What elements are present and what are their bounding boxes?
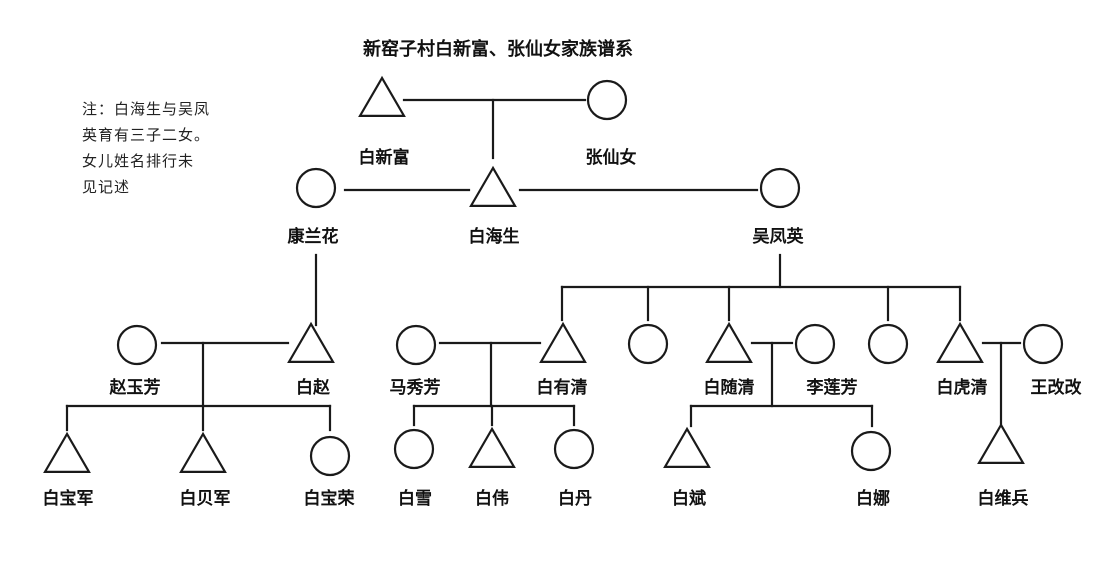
diagram-title: 新窑子村白新富、张仙女家族谱系 — [363, 38, 633, 60]
female-circle-zhang-xiannv — [586, 79, 628, 121]
person-label-kang-lanhua: 康兰花 — [288, 226, 339, 247]
person-label-bai-huqing: 白虎清 — [937, 377, 988, 398]
person-label-bai-haisheng: 白海生 — [469, 226, 520, 247]
person-label-ma-xiufang: 马秀芳 — [390, 377, 441, 398]
child-drops-m5 — [412, 404, 576, 427]
male-triangle-bai-youqing — [539, 321, 587, 363]
female-circle-wang-gaigai — [1022, 323, 1064, 365]
child-drops-m3 — [560, 285, 962, 322]
female-circle-bai-na — [850, 430, 892, 472]
person-label-bai-baojun: 白宝军 — [43, 488, 94, 509]
note-line: 见记述 — [82, 178, 131, 196]
female-circle-bai-baorong — [309, 435, 351, 477]
person-label-bai-xue: 白雪 — [398, 488, 432, 509]
female-circle-daughter-2 — [867, 323, 909, 365]
female-circle-daughter-1 — [627, 323, 669, 365]
note-line: 女儿姓名排行未 — [82, 152, 195, 170]
person-label-wang-gaigai: 王改改 — [1031, 377, 1083, 398]
female-circle-li-lianfang — [794, 323, 836, 365]
male-triangle-bai-baojun — [43, 431, 91, 473]
child-drops-m6 — [689, 404, 874, 428]
female-circle-bai-xue — [393, 428, 435, 470]
person-label-bai-bin: 白斌 — [672, 488, 706, 509]
person-label-bai-weibing: 白维兵 — [978, 488, 1029, 509]
person-label-zhang-xiannv: 张仙女 — [586, 147, 637, 168]
person-label-bai-suiqing: 白随清 — [704, 377, 755, 398]
person-label-zhao-yufang: 赵玉芳 — [109, 377, 161, 398]
person-label-li-lianfang: 李莲芳 — [807, 377, 858, 398]
male-triangle-bai-huqing — [936, 321, 984, 363]
person-label-bai-na: 白娜 — [856, 488, 890, 509]
male-triangle-bai-beijun — [179, 431, 227, 473]
annotation-note: 注：白海生与吴凤 英育有三子二女。 女儿姓名排行未 见记述 — [82, 96, 252, 200]
child-drops-m4 — [65, 404, 332, 432]
note-line: 注：白海生与吴凤 — [82, 100, 211, 118]
female-circle-ma-xiufang — [395, 324, 437, 366]
person-label-bai-beijun: 白贝军 — [180, 488, 231, 509]
male-triangle-bai-weibing — [977, 422, 1025, 464]
female-circle-wu-fengying — [759, 167, 801, 209]
person-label-bai-dan: 白丹 — [558, 488, 592, 509]
person-label-bai-baorong: 白宝荣 — [304, 488, 355, 509]
male-triangle-bai-haisheng — [469, 165, 517, 207]
person-label-wu-fengying: 吴凤英 — [753, 226, 805, 247]
person-label-bai-xinfu: 白新富 — [359, 147, 410, 168]
female-circle-bai-dan — [553, 428, 595, 470]
female-circle-kang-lanhua — [295, 167, 337, 209]
note-line: 英育有三子二女。 — [82, 126, 211, 144]
male-triangle-bai-suiqing — [705, 321, 753, 363]
male-triangle-bai-zhao — [287, 321, 335, 363]
person-label-bai-zhao: 白赵 — [296, 377, 331, 398]
person-label-bai-youqing: 白有清 — [537, 377, 588, 398]
male-triangle-bai-bin — [663, 426, 711, 468]
male-triangle-bai-wei — [468, 426, 516, 468]
connector-lines — [65, 98, 1022, 432]
person-label-bai-wei: 白伟 — [475, 488, 509, 509]
male-triangle-bai-xinfu — [358, 75, 406, 117]
female-circle-zhao-yufang — [116, 324, 158, 366]
